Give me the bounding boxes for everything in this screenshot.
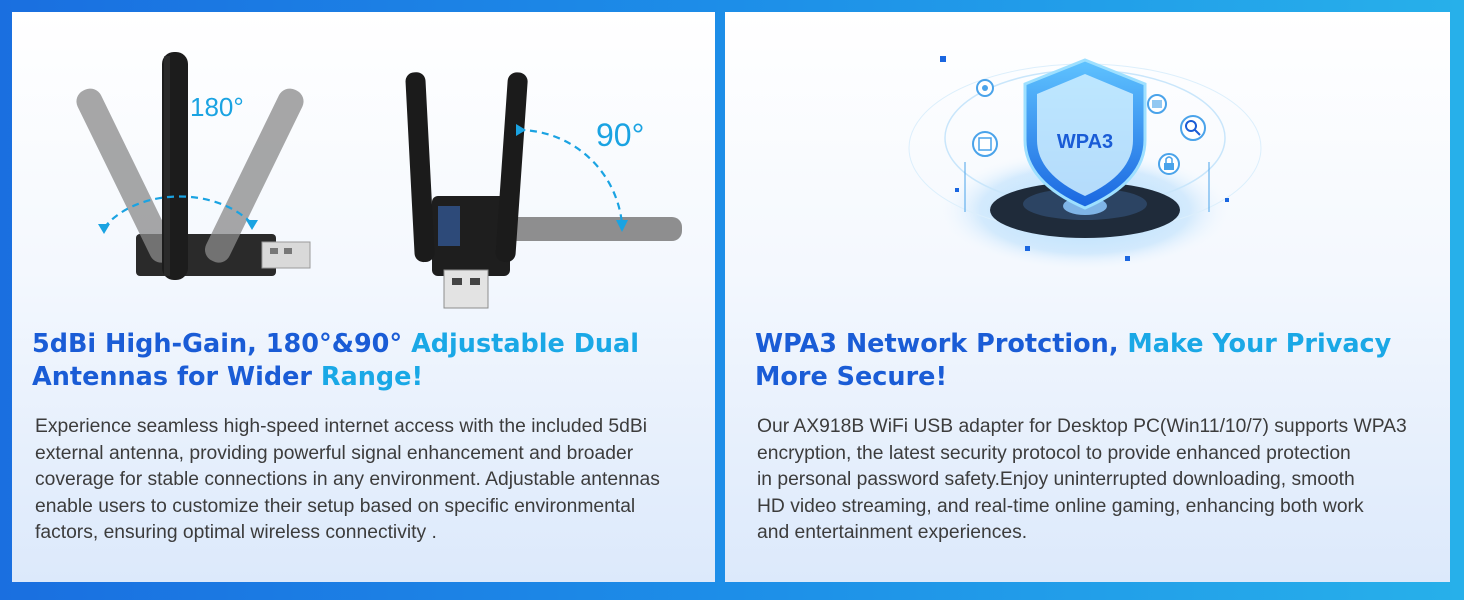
panel-heading: WPA3 Network Protction, Make Your Privac… bbox=[755, 328, 1435, 394]
adapter-right: 90° bbox=[405, 72, 682, 309]
heading-part: Adjustable Dual bbox=[402, 329, 639, 359]
heading-part: WPA3 Network Protction, bbox=[755, 329, 1119, 359]
search-icon bbox=[1180, 115, 1206, 141]
security-illustration: WPA3 bbox=[908, 56, 1262, 272]
panel-description: Experience seamless high-speed internet … bbox=[35, 414, 660, 547]
angle-180-label: 180° bbox=[190, 92, 244, 122]
description-line: encryption, the latest security protocol… bbox=[757, 442, 1351, 464]
shield-lock-icon: WPA3 bbox=[1023, 58, 1147, 210]
description-line: Our AX918B WiFi USB adapter for Desktop … bbox=[757, 416, 1407, 437]
adapter-left: 180° bbox=[76, 52, 311, 280]
feature-panel-antennas: 180° 90° 5dBi High-Gain, 180°&90° Adjust… bbox=[12, 12, 715, 582]
description-line: in personal password safety.Enjoy uninte… bbox=[757, 469, 1355, 490]
description-line: enable users to customize their setup ba… bbox=[35, 495, 636, 517]
feature-panel-wpa3: WPA3 bbox=[725, 12, 1450, 582]
shield-label: WPA3 bbox=[1057, 131, 1113, 153]
key-icon bbox=[1147, 94, 1167, 114]
panel-description: Our AX918B WiFi USB adapter for Desktop … bbox=[757, 414, 1407, 547]
angle-90-label: 90° bbox=[596, 117, 644, 153]
description-line: Experience seamless high-speed internet … bbox=[35, 416, 647, 437]
description-line: factors, ensuring optimal wireless conne… bbox=[35, 522, 437, 543]
panel-heading: 5dBi High-Gain, 180°&90° Adjustable Dual… bbox=[32, 328, 702, 394]
lock-icon bbox=[1158, 153, 1180, 175]
description-line: and entertainment experiences. bbox=[757, 522, 1028, 543]
heading-part: Make Your Privacy bbox=[1118, 329, 1392, 359]
user-icon bbox=[972, 131, 998, 157]
description-line: external antenna, providing powerful sig… bbox=[35, 442, 634, 464]
antenna-adapter-image: 180° 90° bbox=[76, 52, 682, 309]
wifi-icon bbox=[976, 79, 994, 97]
description-line: coverage for stable connections in any e… bbox=[35, 469, 660, 490]
description-line: HD video streaming, and real-time online… bbox=[757, 495, 1364, 517]
heading-part: Antennas for Wider bbox=[32, 362, 313, 392]
heading-part: Range! bbox=[312, 362, 424, 392]
heading-part: 5dBi High-Gain, 180°&90° bbox=[32, 329, 403, 359]
heading-part: More Secure! bbox=[755, 362, 948, 392]
